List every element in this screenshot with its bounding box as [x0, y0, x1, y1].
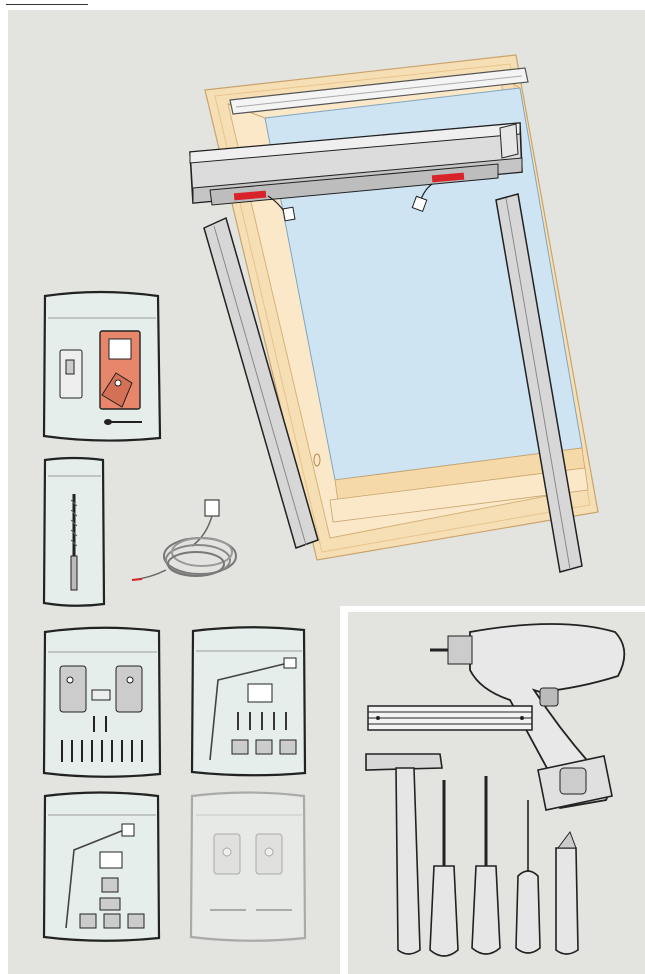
bracket-bag-icon	[44, 292, 160, 441]
cable-clips-bag-icon-2	[44, 793, 159, 941]
ruler-icon	[368, 706, 532, 730]
knife-icon	[556, 832, 578, 954]
bracket-screws-bag-icon	[44, 628, 160, 777]
drill-bit-icon	[44, 458, 104, 606]
optional-bag-icon	[191, 793, 305, 941]
cable-clips-bag-icon	[192, 627, 305, 775]
